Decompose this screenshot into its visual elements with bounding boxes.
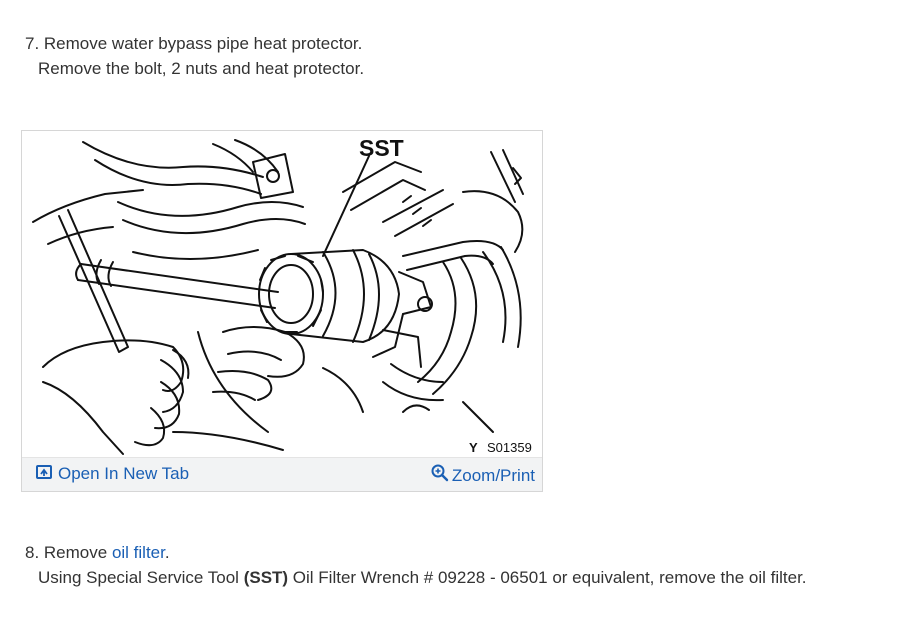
zoom-print-label: Zoom/Print xyxy=(451,465,535,485)
oil-filter-wrench-illustration: SST Y S01359 xyxy=(32,135,532,455)
zoom-print-link[interactable]: Zoom/Print xyxy=(431,464,535,487)
open-in-new-tab-label: Open In New Tab xyxy=(58,464,190,483)
step-8-body-prefix: Using Special Service Tool xyxy=(38,568,244,587)
open-in-new-tab-icon xyxy=(36,464,52,484)
step-7-title: 7. Remove water bypass pipe heat protect… xyxy=(25,34,363,53)
sst-bold-label: (SST) xyxy=(243,568,289,587)
oil-filter-diagram-figure: SST Y S01359 Open In New Tab Zoom/Print xyxy=(21,130,543,492)
step-8-title-suffix: . xyxy=(164,543,170,562)
step-7-instruction: Remove the bolt, 2 nuts and heat protect… xyxy=(38,59,365,78)
figure-code-prefix: Y xyxy=(469,440,478,455)
oil-filter-link[interactable]: oil filter xyxy=(111,543,165,562)
open-in-new-tab-link[interactable]: Open In New Tab xyxy=(36,464,189,484)
figure-toolbar: Open In New Tab Zoom/Print xyxy=(22,457,542,491)
step-8-instruction: Using Special Service Tool (SST) Oil Fil… xyxy=(38,568,807,588)
step-8-body-suffix: Oil Filter Wrench # 09228 - 06501 or equ… xyxy=(288,568,807,587)
step-8-title-prefix: 8. Remove xyxy=(25,543,112,562)
zoom-icon xyxy=(431,464,449,487)
figure-code: S01359 xyxy=(487,440,532,455)
step-8-title: 8. Remove oil filter. xyxy=(25,543,170,563)
sst-callout-label: SST xyxy=(359,135,404,161)
